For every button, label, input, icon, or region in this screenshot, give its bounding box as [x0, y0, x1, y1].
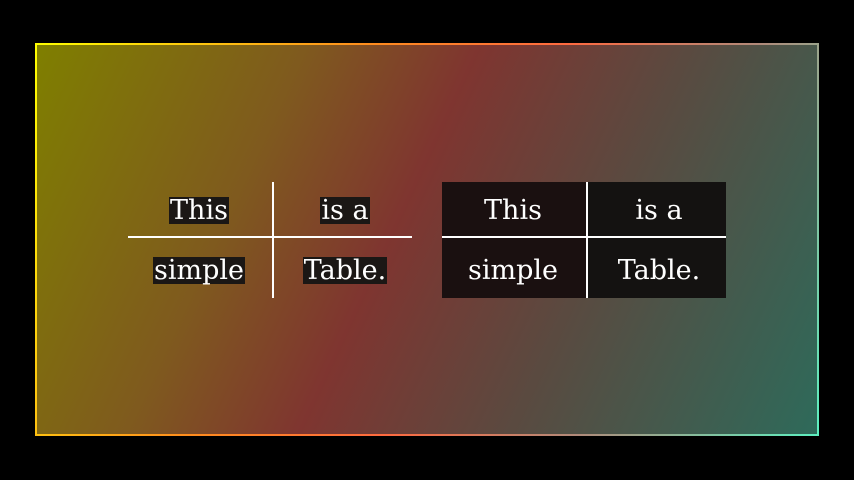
column-fill: [442, 182, 588, 298]
table-cell: is a: [588, 182, 730, 238]
table-cell: This: [128, 182, 270, 238]
cell-text: is a: [320, 194, 370, 226]
column-divider: [586, 182, 588, 298]
table-cell: simple: [442, 240, 584, 296]
row-divider: [128, 236, 412, 238]
column-divider: [272, 182, 274, 298]
cell-text: Table.: [302, 254, 388, 286]
table-highlighted-text: This is a simple Table.: [128, 182, 412, 298]
table-cell: This: [442, 182, 584, 238]
row-divider: [442, 236, 726, 238]
table-cell: Table.: [274, 240, 416, 296]
table-cell: Table.: [588, 240, 730, 296]
cell-text: is a: [635, 194, 683, 226]
cell-text: This: [169, 194, 229, 226]
table-cell: simple: [128, 240, 270, 296]
cell-text: simple: [468, 254, 558, 286]
table-cell: is a: [274, 182, 416, 238]
table-filled-cells: This is a simple Table.: [442, 182, 726, 298]
cell-text: simple: [153, 254, 245, 286]
cell-text: This: [484, 194, 542, 226]
cell-text: Table.: [617, 254, 701, 286]
